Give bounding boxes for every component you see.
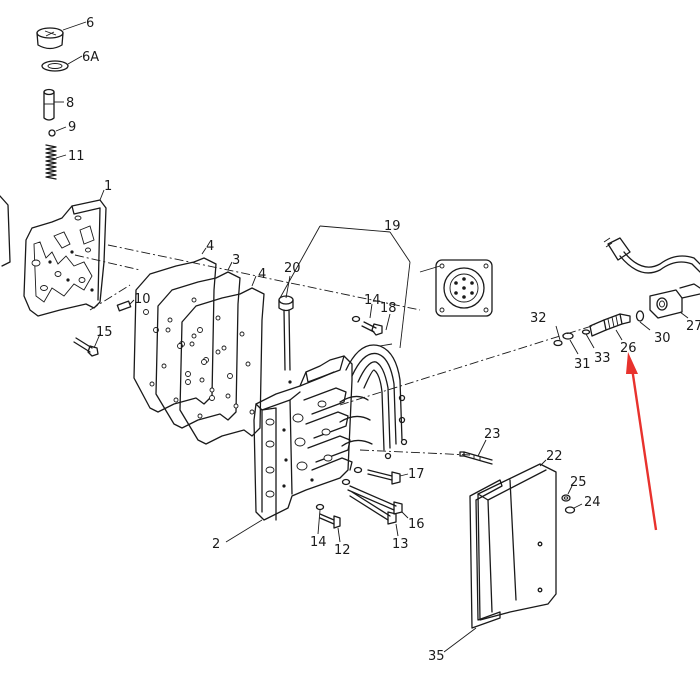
pin-8 (43, 88, 55, 121)
label-26: 26 (620, 341, 637, 356)
wiring-harness-18 (339, 343, 408, 460)
plate-3 (155, 271, 241, 429)
washer-14-lower (315, 503, 325, 511)
label-12: 12 (334, 543, 351, 558)
coil-27 (603, 237, 700, 319)
label-18: 18 (380, 301, 397, 316)
spring-11 (45, 144, 57, 180)
bolt-15 (73, 337, 99, 357)
ball-9 (48, 129, 56, 137)
plug-6 (36, 27, 64, 50)
gasket-4-right (179, 287, 265, 445)
bolt-14-upper (351, 315, 383, 336)
snap-ring-31 (562, 332, 574, 340)
label-14-upper: 14 (364, 293, 381, 308)
washer-6a (41, 60, 69, 72)
valve-body-2 (253, 355, 353, 521)
partial-plate-edge (0, 195, 11, 267)
label-1: 1 (104, 179, 112, 194)
label-3: 3 (232, 253, 240, 268)
label-17: 17 (408, 467, 425, 482)
leader-lines (54, 21, 689, 653)
center-lines (74, 244, 596, 456)
rod-20 (278, 295, 294, 371)
gasket-35 (469, 479, 503, 629)
valve-body-1 (23, 199, 107, 317)
bolt-12 (319, 513, 341, 529)
label-16: 16 (408, 517, 425, 532)
label-4-left: 4 (206, 239, 214, 254)
label-14-lower: 14 (310, 535, 327, 550)
solenoid-valve-26 (589, 313, 631, 337)
label-23: 23 (484, 427, 501, 442)
label-15: 15 (96, 325, 113, 340)
label-13: 13 (392, 537, 409, 552)
label-11: 11 (68, 149, 85, 164)
label-6a: 6A (82, 50, 99, 65)
label-25: 25 (570, 475, 587, 490)
o-ring-33 (581, 329, 591, 335)
label-10: 10 (134, 292, 151, 307)
label-22: 22 (546, 449, 563, 464)
label-20: 20 (284, 261, 301, 276)
pin-23 (459, 451, 493, 465)
bolt-17 (353, 466, 401, 485)
label-33: 33 (594, 351, 611, 366)
label-32: 32 (530, 311, 547, 326)
pin-10 (116, 300, 132, 312)
connector-19 (435, 259, 493, 317)
callout-labels: 6 6A 8 9 11 1 10 15 4 3 4 20 19 14 18 32… (66, 16, 700, 664)
bolt-16 (341, 478, 403, 515)
label-4-right: 4 (258, 267, 266, 282)
bolt-13 (349, 491, 397, 525)
label-24: 24 (584, 495, 601, 510)
label-8: 8 (66, 96, 74, 111)
label-31: 31 (574, 357, 591, 372)
label-9: 9 (68, 120, 76, 135)
o-ring-32 (553, 339, 563, 347)
annotation-arrow (626, 352, 658, 531)
label-30: 30 (654, 331, 671, 346)
label-6: 6 (86, 16, 94, 31)
label-27: 27 (686, 319, 700, 334)
o-ring-30 (635, 310, 645, 322)
washer-24 (564, 506, 576, 514)
bolt-25 (561, 494, 571, 502)
label-2: 2 (212, 537, 220, 552)
cover-22 (477, 463, 557, 621)
label-35: 35 (428, 649, 445, 664)
label-19: 19 (384, 219, 401, 234)
